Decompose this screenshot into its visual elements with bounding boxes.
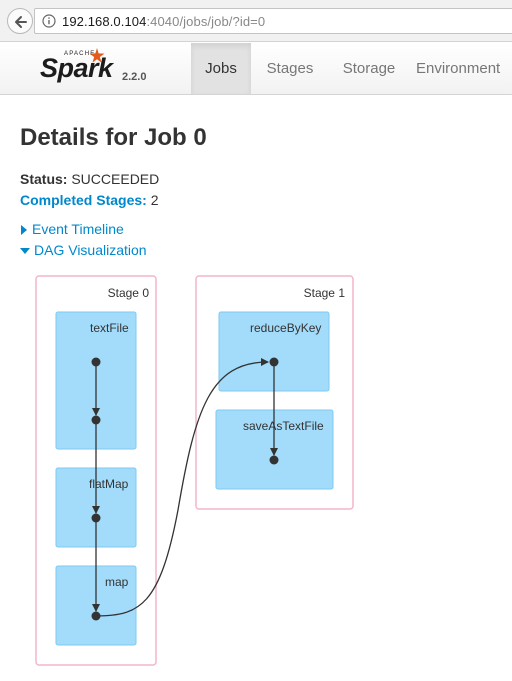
edge-map-reducebykey xyxy=(95,358,269,617)
spark-star-icon xyxy=(89,48,105,63)
completed-stages: Completed Stages: 2 xyxy=(20,192,159,208)
url-path: :4040/jobs/job/?id=0 xyxy=(146,14,266,29)
url-host: 192.168.0.104 xyxy=(62,14,147,29)
browser-toolbar: 192.168.0.104:4040/jobs/job/?id=0 xyxy=(0,0,512,42)
dag-node[interactable] xyxy=(269,357,279,367)
dag-node[interactable] xyxy=(91,415,101,425)
tab-stages[interactable]: Stages xyxy=(266,60,314,77)
dag-nodes xyxy=(91,357,279,621)
navbar: APACHE Spark 2.2.0 Jobs Stages Storage E… xyxy=(0,43,512,95)
status-value: SUCCEEDED xyxy=(71,171,160,187)
operation-saveastextfile-label: saveAsTextFile xyxy=(243,419,324,433)
info-icon[interactable] xyxy=(42,14,56,28)
brand-name: Spark xyxy=(40,53,113,83)
completed-stages-count: 2 xyxy=(150,192,159,208)
operation-map-label: map xyxy=(105,575,129,589)
tab-environment[interactable]: Environment xyxy=(416,60,501,77)
back-button[interactable] xyxy=(7,8,33,34)
operation-reducebykey[interactable]: reduceByKey xyxy=(218,311,330,392)
dag-visualization-toggle[interactable]: DAG Visualization xyxy=(20,242,147,258)
url-text: 192.168.0.104:4040/jobs/job/?id=0 xyxy=(62,14,265,29)
operation-flatmap-label: flatMap xyxy=(89,477,129,491)
dag-node[interactable] xyxy=(91,611,101,621)
event-timeline-toggle[interactable]: Event Timeline xyxy=(20,221,124,237)
brand-apache: APACHE xyxy=(64,51,96,57)
caret-down-icon xyxy=(20,248,30,255)
dag-node[interactable] xyxy=(91,513,101,523)
dag-edges xyxy=(92,358,278,617)
operation-textfile-label: textFile xyxy=(90,321,129,335)
brand-version: 2.2.0 xyxy=(122,71,147,83)
stage-1-label: Stage 1 xyxy=(304,286,346,300)
page-title: Details for Job 0 xyxy=(20,124,207,151)
spark-logo[interactable]: APACHE Spark 2.2.0 xyxy=(38,47,158,91)
job-status: Status: SUCCEEDED xyxy=(20,171,159,187)
arrow-left-icon xyxy=(15,16,27,28)
status-label: Status: xyxy=(20,171,68,187)
operation-reducebykey-label: reduceByKey xyxy=(250,321,321,335)
dag-graph: Stage 0 textFile flatMap map Stage 1 red… xyxy=(35,275,354,666)
completed-stages-link[interactable]: Completed Stages: xyxy=(20,192,147,208)
tab-storage[interactable]: Storage xyxy=(342,60,396,77)
stage-0-label: Stage 0 xyxy=(108,286,150,300)
event-timeline-label: Event Timeline xyxy=(32,221,124,237)
address-bar[interactable]: 192.168.0.104:4040/jobs/job/?id=0 xyxy=(34,8,512,34)
dag-node[interactable] xyxy=(91,357,101,367)
caret-right-icon xyxy=(21,225,27,236)
tab-jobs[interactable]: Jobs xyxy=(191,43,251,94)
dag-node[interactable] xyxy=(269,455,279,465)
dag-visualization-label: DAG Visualization xyxy=(34,242,147,258)
